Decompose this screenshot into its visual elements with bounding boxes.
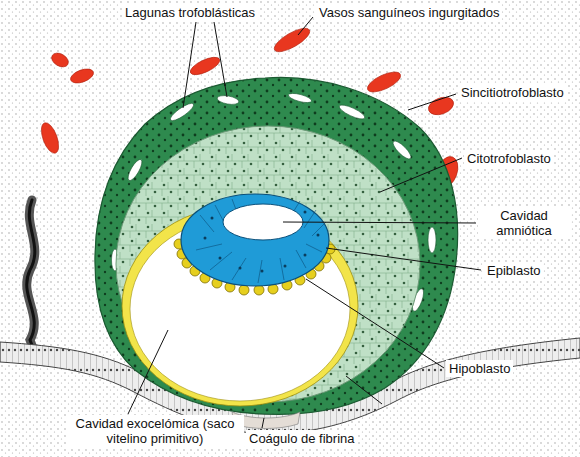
structure-label: Sincitiotrofoblasto [458, 84, 567, 101]
structure-label: Cavidad exocelómica (saco vitelino primi… [66, 415, 244, 447]
structure-label: Citotrofoblasto [464, 150, 554, 167]
structure-label: Hipoblasto [446, 360, 513, 377]
leader-lines [128, 17, 481, 428]
structure-label: Vasos sanguíneos ingurgitados [316, 4, 502, 21]
structure-label: Epiblasto [484, 262, 543, 279]
structure-label: Coágulo de fibrina [246, 430, 358, 447]
structure-label: Lagunas trofoblásticas [122, 4, 258, 21]
structure-label: Cavidad amniótica [478, 207, 570, 239]
